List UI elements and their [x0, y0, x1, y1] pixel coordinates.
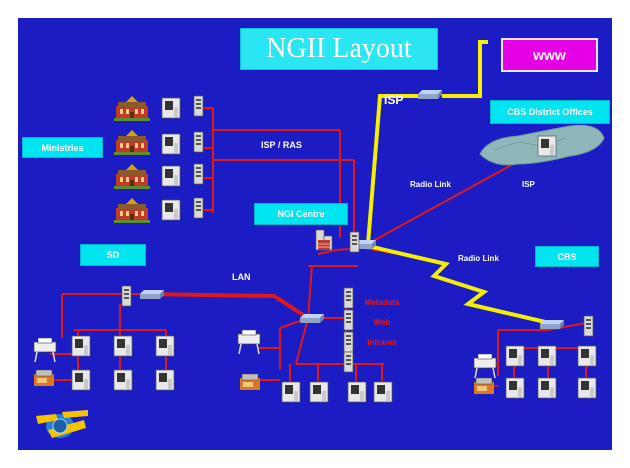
radio-link-1-label: Radio Link	[410, 180, 451, 189]
isp-link-label: ISP	[522, 180, 535, 189]
lan-label: LAN	[232, 272, 251, 282]
sd-label: SD	[80, 244, 146, 266]
ministries-label: Ministries	[22, 137, 103, 158]
cbs-district-offices-label: CBS District Offices	[490, 100, 610, 124]
service-web-label: Web	[373, 318, 391, 327]
isp-ras-label: ISP / RAS	[261, 140, 302, 150]
cbs-label: CBS	[535, 246, 599, 267]
ngi-centre-label: NGI Centre	[254, 203, 348, 225]
network-lines	[33, 40, 605, 438]
www-box: www	[501, 38, 598, 72]
page-title: NGII Layout	[240, 28, 438, 70]
service-metadata-label: Metadata	[364, 298, 400, 307]
service-intranet-label: Intranet	[367, 338, 397, 347]
radio-link-2-label: Radio Link	[458, 254, 499, 263]
diagram-panel: NGII Layout www Ministries SD NGI Centre…	[18, 18, 612, 450]
isp-top-label: ISP	[384, 93, 404, 107]
